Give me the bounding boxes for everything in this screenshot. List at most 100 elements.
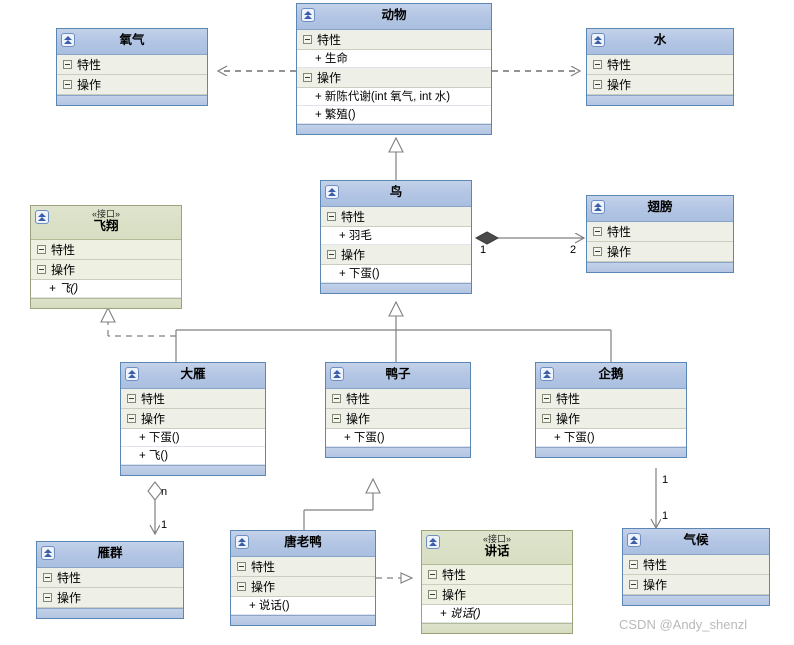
collapse-icon[interactable] <box>43 573 52 582</box>
class-header-penguin: 企鹅 <box>536 363 686 389</box>
class-icon <box>330 367 344 381</box>
section-operations[interactable]: 操作 <box>587 242 733 262</box>
collapse-icon[interactable] <box>327 212 336 221</box>
section-attributes[interactable]: 特性 <box>422 565 572 585</box>
section-attributes[interactable]: 特性 <box>623 555 769 575</box>
class-footer <box>321 283 471 293</box>
collapse-icon[interactable] <box>428 590 437 599</box>
interface-box-speak[interactable]: «接口» 讲话 特性 操作 + 说话() <box>421 530 573 634</box>
class-header-animal: 动物 <box>297 4 491 30</box>
class-header-climate: 气候 <box>623 529 769 555</box>
section-label-operations: 操作 <box>317 71 342 85</box>
interface-box-fly[interactable]: «接口» 飞翔 特性 操作 + 飞() <box>30 205 182 309</box>
section-attributes[interactable]: 特性 <box>297 30 491 50</box>
class-header-bird: 鸟 <box>321 181 471 207</box>
collapse-icon[interactable] <box>332 414 341 423</box>
collapse-icon[interactable] <box>303 73 312 82</box>
class-icon <box>591 200 605 214</box>
section-attributes[interactable]: 特性 <box>31 240 181 260</box>
class-box-gooseflock[interactable]: 雁群 特性 操作 <box>36 541 184 619</box>
class-box-wing[interactable]: 翅膀 特性 操作 <box>586 195 734 273</box>
section-operations[interactable]: 操作 <box>31 260 181 280</box>
collapse-icon[interactable] <box>593 247 602 256</box>
section-label-attributes: 特性 <box>607 58 632 72</box>
interface-header-speak: «接口» 讲话 <box>422 531 572 565</box>
section-operations[interactable]: 操作 <box>57 75 207 95</box>
operation-row: + 下蛋() <box>321 265 471 283</box>
section-operations[interactable]: 操作 <box>326 409 470 429</box>
interface-footer <box>422 623 572 633</box>
section-label-attributes: 特性 <box>251 560 276 574</box>
class-icon <box>426 535 440 549</box>
multiplicity-gooseflock-1: 1 <box>161 519 168 531</box>
section-attributes[interactable]: 特性 <box>37 568 183 588</box>
class-box-water[interactable]: 水 特性 操作 <box>586 28 734 106</box>
section-attributes[interactable]: 特性 <box>587 55 733 75</box>
section-operations[interactable]: 操作 <box>623 575 769 595</box>
section-attributes[interactable]: 特性 <box>121 389 265 409</box>
stereotype-label: «接口» <box>482 534 511 544</box>
section-label-attributes: 特性 <box>556 392 581 406</box>
watermark: CSDN @Andy_shenzl <box>619 617 748 632</box>
class-footer <box>587 262 733 272</box>
operation-row: + 说话() <box>231 597 375 615</box>
collapse-icon[interactable] <box>237 562 246 571</box>
section-operations[interactable]: 操作 <box>536 409 686 429</box>
collapse-icon[interactable] <box>43 593 52 602</box>
collapse-icon[interactable] <box>332 394 341 403</box>
operation-row: + 飞() <box>121 447 265 465</box>
multiplicity-bird-wing-from: 1 <box>480 244 487 256</box>
collapse-icon[interactable] <box>37 245 46 254</box>
relation-bird-wing <box>474 231 584 245</box>
section-label-operations: 操作 <box>442 588 467 602</box>
collapse-icon[interactable] <box>593 80 602 89</box>
class-box-wildgoose[interactable]: 大雁 特性 操作 + 下蛋() + 飞() <box>120 362 266 476</box>
attribute-row: + 生命 <box>297 50 491 68</box>
class-name-oxygen: 氧气 <box>119 33 145 47</box>
collapse-icon[interactable] <box>63 80 72 89</box>
collapse-icon[interactable] <box>127 414 136 423</box>
section-attributes[interactable]: 特性 <box>231 557 375 577</box>
collapse-icon[interactable] <box>237 582 246 591</box>
collapse-icon[interactable] <box>63 60 72 69</box>
collapse-icon[interactable] <box>428 570 437 579</box>
collapse-icon[interactable] <box>629 580 638 589</box>
class-footer <box>57 95 207 105</box>
section-attributes[interactable]: 特性 <box>321 207 471 227</box>
class-box-duck[interactable]: 鸭子 特性 操作 + 下蛋() <box>325 362 471 458</box>
class-footer <box>326 447 470 457</box>
section-operations[interactable]: 操作 <box>297 68 491 88</box>
section-operations[interactable]: 操作 <box>321 245 471 265</box>
collapse-icon[interactable] <box>327 250 336 259</box>
section-attributes[interactable]: 特性 <box>57 55 207 75</box>
multiplicity-wildgoose-n: n <box>161 486 168 498</box>
section-operations[interactable]: 操作 <box>587 75 733 95</box>
class-footer <box>37 608 183 618</box>
collapse-icon[interactable] <box>127 394 136 403</box>
class-box-climate[interactable]: 气候 特性 操作 <box>622 528 770 606</box>
section-operations[interactable]: 操作 <box>121 409 265 429</box>
section-label-operations: 操作 <box>251 580 276 594</box>
collapse-icon[interactable] <box>593 227 602 236</box>
section-attributes[interactable]: 特性 <box>326 389 470 409</box>
section-label-attributes: 特性 <box>317 33 342 47</box>
class-box-animal[interactable]: 动物 特性 + 生命 操作 + 新陈代谢(int 氧气, int 水) + 繁殖… <box>296 3 492 135</box>
section-attributes[interactable]: 特性 <box>587 222 733 242</box>
class-box-donald[interactable]: 唐老鸭 特性 操作 + 说话() <box>230 530 376 626</box>
section-operations[interactable]: 操作 <box>231 577 375 597</box>
section-operations[interactable]: 操作 <box>37 588 183 608</box>
class-box-oxygen[interactable]: 氧气 特性 操作 <box>56 28 208 106</box>
class-box-penguin[interactable]: 企鹅 特性 操作 + 下蛋() <box>535 362 687 458</box>
collapse-icon[interactable] <box>37 265 46 274</box>
collapse-icon[interactable] <box>542 394 551 403</box>
class-box-bird[interactable]: 鸟 特性 + 羽毛 操作 + 下蛋() <box>320 180 472 294</box>
collapse-icon[interactable] <box>303 35 312 44</box>
section-label-operations: 操作 <box>141 412 166 426</box>
collapse-icon[interactable] <box>542 414 551 423</box>
collapse-icon[interactable] <box>629 560 638 569</box>
section-label-attributes: 特性 <box>57 571 82 585</box>
collapse-icon[interactable] <box>593 60 602 69</box>
section-attributes[interactable]: 特性 <box>536 389 686 409</box>
relation-wildgoose-gooseflock <box>147 481 163 534</box>
section-operations[interactable]: 操作 <box>422 585 572 605</box>
